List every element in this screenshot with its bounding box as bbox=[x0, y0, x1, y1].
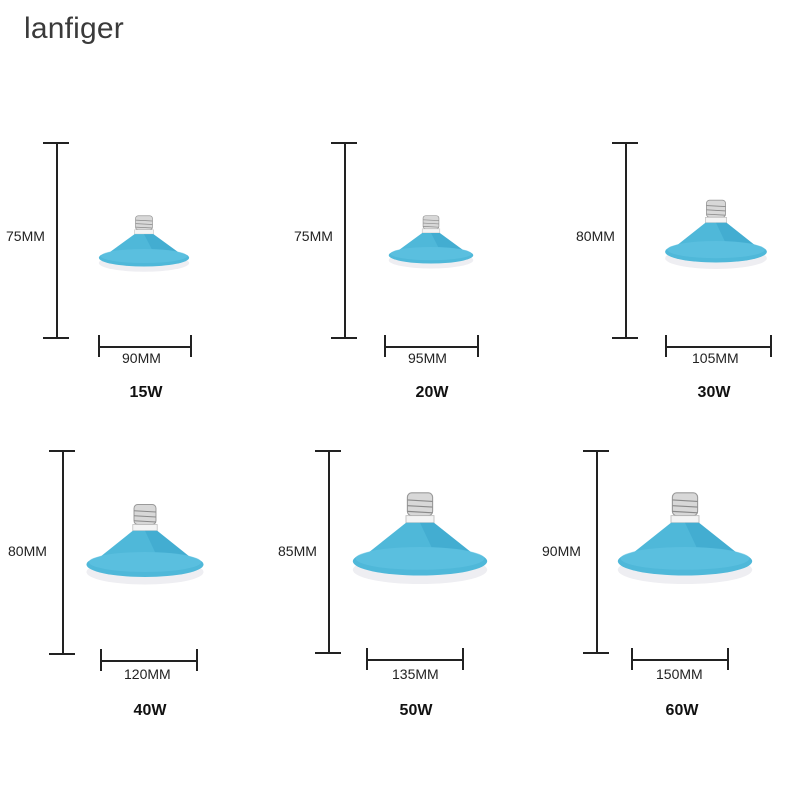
diameter-label: 95MM bbox=[408, 350, 447, 366]
height-tick-top bbox=[315, 450, 341, 452]
height-label: 75MM bbox=[294, 228, 333, 244]
height-dimension-line bbox=[344, 142, 346, 337]
height-tick-bottom bbox=[583, 652, 609, 654]
height-label: 75MM bbox=[6, 228, 45, 244]
lamp-image bbox=[665, 199, 767, 269]
diameter-tick-left bbox=[100, 649, 102, 671]
wattage-label: 60W bbox=[665, 702, 699, 719]
height-tick-bottom bbox=[49, 653, 75, 655]
height-label: 90MM bbox=[542, 543, 581, 559]
diameter-tick-right bbox=[477, 335, 479, 357]
diameter-tick-left bbox=[98, 335, 100, 357]
wattage-label: 20W bbox=[415, 384, 449, 401]
diameter-tick-left bbox=[384, 335, 386, 357]
wattage-label: 15W bbox=[129, 384, 163, 401]
height-tick-bottom bbox=[612, 337, 638, 339]
height-dimension-line bbox=[328, 450, 330, 652]
wattage-label: 50W bbox=[399, 702, 433, 719]
diameter-label: 90MM bbox=[122, 350, 161, 366]
diameter-dimension-line bbox=[384, 346, 477, 348]
diameter-label: 135MM bbox=[392, 666, 439, 682]
height-tick-bottom bbox=[315, 652, 341, 654]
diameter-label: 150MM bbox=[656, 666, 703, 682]
height-label: 80MM bbox=[576, 228, 615, 244]
lamp-figure bbox=[615, 490, 755, 609]
height-dimension-line bbox=[62, 450, 64, 653]
diameter-tick-left bbox=[665, 335, 667, 357]
lamp-figure bbox=[84, 502, 206, 607]
height-tick-bottom bbox=[331, 337, 357, 339]
lamp-figure bbox=[97, 214, 191, 289]
diameter-tick-right bbox=[727, 648, 729, 670]
lamp-image bbox=[86, 504, 204, 585]
diameter-label: 120MM bbox=[124, 666, 171, 682]
lamp-figure bbox=[387, 214, 475, 285]
diameter-tick-right bbox=[196, 649, 198, 671]
height-tick-top bbox=[612, 142, 638, 144]
diameter-tick-left bbox=[631, 648, 633, 670]
height-dimension-line bbox=[625, 142, 627, 337]
diameter-tick-right bbox=[770, 335, 772, 357]
height-dimension-line bbox=[596, 450, 598, 652]
diameter-dimension-line bbox=[631, 659, 727, 661]
lamp-image bbox=[98, 215, 190, 272]
diameter-tick-right bbox=[462, 648, 464, 670]
brand-watermark: lanfiger bbox=[24, 12, 124, 45]
wattage-label: 30W bbox=[697, 384, 731, 401]
height-tick-top bbox=[49, 450, 75, 452]
diameter-dimension-line bbox=[366, 659, 462, 661]
height-tick-bottom bbox=[43, 337, 69, 339]
diameter-dimension-line bbox=[98, 346, 190, 348]
lamp-image bbox=[388, 215, 474, 269]
diameter-dimension-line bbox=[100, 660, 196, 662]
height-label: 85MM bbox=[278, 543, 317, 559]
wattage-label: 40W bbox=[133, 702, 167, 719]
height-tick-top bbox=[331, 142, 357, 144]
diameter-dimension-line bbox=[665, 346, 770, 348]
lamp-figure bbox=[350, 490, 490, 609]
height-label: 80MM bbox=[8, 543, 47, 559]
diameter-tick-right bbox=[190, 335, 192, 357]
lamp-image bbox=[352, 492, 488, 585]
diameter-label: 105MM bbox=[692, 350, 739, 366]
height-tick-top bbox=[583, 450, 609, 452]
height-dimension-line bbox=[56, 142, 58, 337]
lamp-image bbox=[617, 492, 753, 585]
height-tick-top bbox=[43, 142, 69, 144]
lamp-figure bbox=[663, 198, 769, 289]
diameter-tick-left bbox=[366, 648, 368, 670]
